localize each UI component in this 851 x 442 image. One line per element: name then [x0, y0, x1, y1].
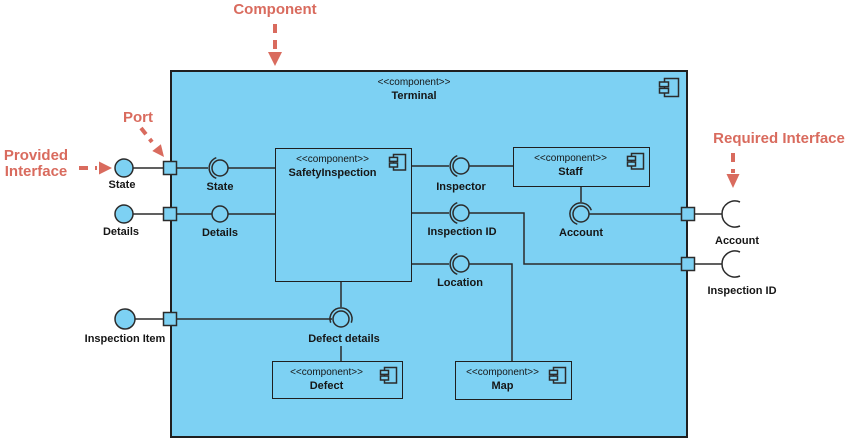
annotation-component: Component — [233, 1, 317, 18]
annotation-provided-line2: Interface — [4, 163, 68, 180]
staff-name: Staff — [558, 166, 583, 178]
safety-inspection-header: <<component>> SafetyInspection — [276, 153, 389, 180]
component-icon — [379, 366, 398, 384]
component-icon — [626, 152, 645, 170]
label-required-account: Account — [715, 235, 759, 247]
annotation-provided-interface: Provided Interface — [4, 148, 68, 180]
map-stereotype: <<component>> — [466, 367, 539, 378]
terminal-stereotype: <<component>> — [377, 77, 451, 88]
defect-name: Defect — [309, 380, 344, 392]
label-internal-details: Details — [201, 227, 239, 239]
label-location: Location — [437, 277, 483, 289]
label-provided-details: Details — [102, 226, 140, 238]
defect-header: <<component>> Defect — [273, 366, 380, 393]
annotation-provided-line1: Provided — [3, 147, 69, 164]
label-internal-state: State — [206, 181, 234, 193]
provided-interface-details — [114, 204, 134, 224]
annotation-port: Port — [123, 109, 153, 126]
map-header: <<component>> Map — [456, 366, 549, 393]
provided-interface-inspection-item — [114, 308, 136, 330]
component-staff: <<component>> Staff — [513, 147, 650, 187]
provided-interface-annotation-arrowhead — [99, 161, 112, 175]
staff-header: <<component>> Staff — [514, 152, 627, 179]
port-annotation-arrowhead — [152, 144, 164, 157]
terminal-header: <<component>> Terminal — [172, 76, 656, 103]
map-name: Map — [491, 380, 514, 392]
safety-inspection-name: SafetyInspection — [288, 167, 377, 179]
label-provided-state: State — [108, 179, 136, 191]
component-annotation-arrowhead — [268, 52, 282, 66]
label-defect-details: Defect details — [308, 333, 380, 345]
required-interface-account-socket — [721, 200, 741, 228]
component-terminal: <<component>> Terminal — [170, 70, 688, 438]
component-icon — [658, 77, 680, 98]
annotation-required-interface: Required Interface — [713, 130, 845, 147]
component-icon — [548, 366, 567, 384]
label-account-internal: Account — [559, 227, 603, 239]
required-interface-annotation-arrowhead — [726, 174, 740, 188]
label-inspection-id: Inspection ID — [427, 226, 497, 238]
label-required-inspection-id: Inspection ID — [707, 285, 777, 297]
defect-stereotype: <<component>> — [290, 367, 363, 378]
component-safety-inspection: <<component>> SafetyInspection — [275, 148, 412, 282]
port-annotation-arrow — [139, 126, 154, 144]
provided-interface-state — [114, 158, 134, 178]
staff-stereotype: <<component>> — [534, 153, 607, 164]
component-icon — [388, 153, 407, 171]
terminal-name: Terminal — [391, 90, 437, 102]
required-interface-inspection-id-socket — [721, 250, 741, 278]
label-inspector: Inspector — [436, 181, 486, 193]
label-provided-inspection-item: Inspection Item — [84, 333, 166, 345]
safety-inspection-stereotype: <<component>> — [296, 154, 369, 165]
component-map: <<component>> Map — [455, 361, 572, 400]
component-defect: <<component>> Defect — [272, 361, 403, 399]
